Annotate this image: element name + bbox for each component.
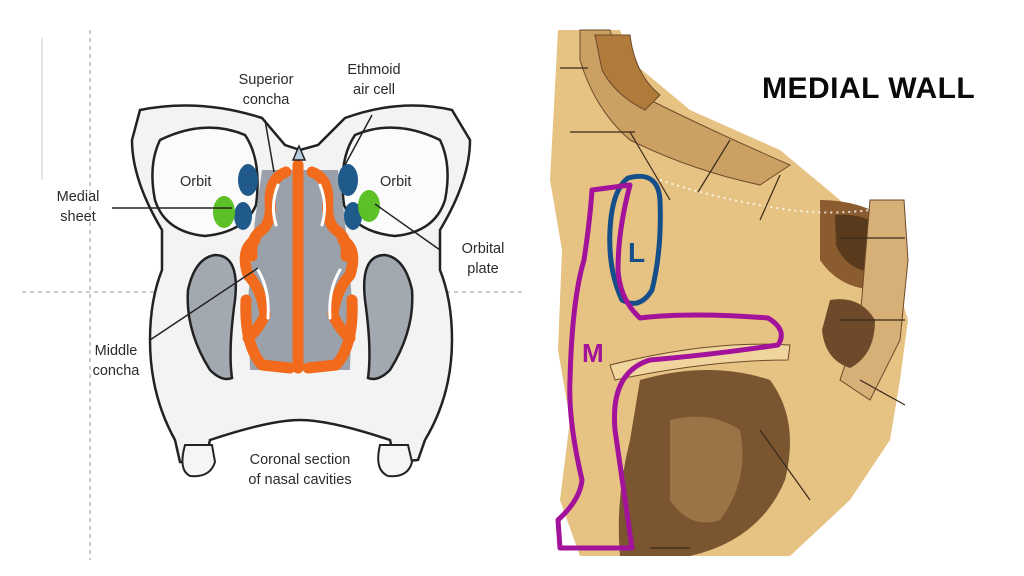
middle-concha-label-line2: concha — [93, 363, 141, 379]
ethmoid-air-cell-label-line2: air cell — [353, 82, 395, 98]
right-middle-concha-stroke — [327, 234, 359, 344]
orbital-plate-leader — [374, 203, 441, 251]
coronal-section-svg: Superior concha Ethmoid air cell Orbit O… — [22, 30, 525, 560]
left-tooth-nub — [181, 444, 217, 478]
suture-line — [659, 179, 871, 214]
right-air-cell-upper — [338, 164, 358, 196]
orange-conchae — [239, 159, 359, 374]
leader-lines — [112, 114, 441, 341]
frontal-sinus — [594, 34, 661, 111]
left-maxillary-sinus — [186, 253, 238, 381]
right-tooth-nub — [377, 444, 414, 478]
ethmoid-air-cells — [234, 164, 362, 230]
right-inferior-concha-stroke — [302, 294, 358, 374]
right-air-cell-lower — [344, 202, 362, 230]
ethmoid-air-cell-leader — [344, 114, 373, 166]
orbital-plate-label-line1: Orbital — [462, 241, 505, 257]
medial-wall-svg: L M MEDIAL WALL — [550, 29, 975, 556]
medial-wall-title: MEDIAL WALL — [762, 72, 975, 105]
magenta-annotation-outline — [555, 182, 784, 551]
right-maxillary-sinus — [362, 253, 414, 381]
right-orbital-plate — [358, 190, 380, 222]
superior-concha-leader — [264, 119, 275, 173]
crista-galli-tip — [291, 144, 307, 161]
left-air-cell-lower — [234, 202, 252, 230]
medial-wall-illustration: L M MEDIAL WALL — [540, 0, 1024, 576]
superior-concha-label-line1: Superior — [239, 72, 294, 88]
left-inferior-concha-stroke — [240, 294, 296, 374]
medial-sheet-label-line1: Medial — [57, 189, 100, 205]
superior-concha-label-line2: concha — [243, 92, 291, 108]
magenta-annotation-letter: M — [582, 338, 604, 368]
orbital-plate-label-line2: plate — [467, 261, 498, 277]
caption-line2: of nasal cavities — [248, 472, 351, 488]
ethmoid-air-cell-label-line1: Ethmoid — [347, 62, 400, 78]
nasopharynx-highlight — [670, 416, 743, 523]
left-middle-concha-stroke — [239, 234, 271, 344]
pterygoid-cells — [822, 299, 875, 368]
blue-annotation-outline — [607, 173, 663, 306]
left-orbital-plate — [213, 196, 235, 228]
right-orbit-label: Orbit — [380, 174, 411, 190]
white-concha-inner — [256, 183, 342, 320]
blue-annotation-letter: L — [628, 237, 645, 268]
left-orbit-label: Orbit — [180, 174, 211, 190]
caption-line1: Coronal section — [250, 452, 351, 468]
medial-sheet-label-line2: sheet — [60, 209, 95, 225]
anatomy-leader-lines — [560, 67, 906, 549]
coronal-section-diagram: Superior concha Ethmoid air cell Orbit O… — [22, 30, 525, 560]
middle-concha-label-line1: Middle — [95, 343, 138, 359]
left-air-cell-upper — [238, 164, 258, 196]
palate-shelf — [609, 343, 791, 381]
middle-concha-leader — [149, 267, 259, 341]
